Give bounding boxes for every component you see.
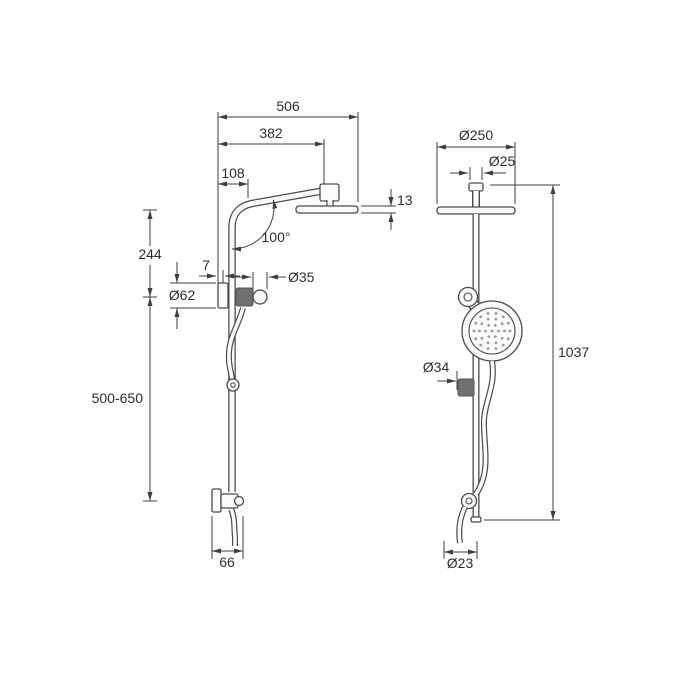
dim-flange-diameter: Ø62 (169, 287, 196, 303)
hose-tail-front-core (457, 506, 467, 544)
dim-arm-offset: 108 (221, 165, 245, 181)
hose-front-core (474, 360, 495, 495)
bottom-knob-side (233, 495, 245, 507)
spray-nozzle-dot (490, 329, 494, 333)
dim-holder-diameter: Ø35 (288, 269, 315, 285)
hand-shower-face-ring (468, 307, 516, 355)
spray-nozzle-dot (494, 312, 498, 315)
hose-lower-side-core (229, 508, 237, 546)
spray-nozzle-dot (493, 324, 497, 327)
spray-nozzle-dot (487, 335, 491, 338)
hose-union-nut-front (460, 492, 478, 510)
spray-nozzle-dot (479, 343, 483, 347)
dim-base-width: 66 (219, 554, 235, 570)
dim-arm-reach: 382 (259, 125, 283, 141)
side-view-dimensions: 506 382 108 13 100° 244 500-650 Ø62 (92, 98, 413, 570)
spray-nozzle-dot (508, 329, 512, 333)
dim-adjustable-range: 500-650 (92, 390, 144, 406)
arm-joint (319, 183, 340, 202)
spray-nozzle-dot (494, 347, 498, 350)
slider-block-side (235, 287, 254, 307)
dim-head-diameter: Ø250 (459, 127, 493, 143)
wall-flange-side (217, 282, 229, 309)
dim-pipe-diameter: Ø25 (489, 153, 516, 169)
spray-nozzle-dot (497, 329, 500, 333)
dim-arm-angle: 100° (262, 229, 291, 245)
spray-nozzle-dot (472, 329, 476, 333)
hose-union-nut-side (226, 378, 240, 392)
spray-nozzle-dot (486, 347, 490, 350)
pipe-end-cap-front (470, 516, 482, 523)
dim-head-to-holder: 244 (138, 246, 162, 262)
hand-shower-holder-ring (463, 292, 473, 302)
spray-nozzle-dot (500, 322, 504, 326)
spray-nozzle-dot (487, 324, 491, 327)
dim-hose-diameter: Ø23 (447, 555, 474, 571)
dim-slider-diameter: Ø34 (423, 359, 450, 375)
dim-overall-height: 1037 (558, 344, 589, 360)
spray-nozzle-dot (501, 315, 505, 319)
spray-nozzle-dot (474, 337, 478, 341)
spray-nozzle-dot (494, 317, 498, 321)
front-view (436, 182, 523, 544)
front-view-dimensions: Ø250 Ø25 1037 Ø34 Ø23 (423, 127, 590, 571)
spray-nozzle-dot (501, 343, 505, 347)
spray-nozzle-dot (494, 341, 498, 345)
top-fitting-front (468, 182, 484, 192)
hand-shower-holder (457, 286, 479, 308)
spray-nozzle-dot (493, 335, 497, 338)
hose-union-nut-front-ring (465, 497, 473, 505)
spray-nozzle-dot (506, 337, 510, 341)
spray-nozzle-dot (486, 341, 490, 345)
spray-nozzle-dot (474, 321, 478, 325)
spray-nozzle-dot (500, 336, 504, 340)
angle-arc (231, 199, 278, 252)
spray-nozzle-dot (486, 317, 490, 321)
bottom-flange-side (211, 488, 222, 513)
spray-nozzle-dot (480, 336, 484, 340)
spray-nozzle-dot (479, 315, 483, 319)
rain-head-front (436, 206, 516, 215)
holder-knob-side (252, 289, 268, 305)
spray-nozzle-dot (506, 321, 510, 325)
spray-nozzles (472, 312, 512, 350)
hose-upper-side-core (227, 307, 245, 380)
rain-head-side (295, 205, 359, 214)
dim-overall-width: 506 (276, 98, 300, 114)
spray-nozzle-dot (484, 329, 487, 333)
dim-head-thickness: 13 (397, 192, 413, 208)
hose-union-nut-side-ring (230, 382, 236, 388)
spray-nozzle-dot (486, 312, 490, 315)
spray-nozzle-dot (503, 329, 506, 333)
slider-block-front (457, 378, 475, 397)
dim-plate-thickness: 7 (202, 257, 210, 273)
spray-nozzle-dot (478, 329, 481, 333)
spray-nozzle-dot (480, 322, 484, 326)
